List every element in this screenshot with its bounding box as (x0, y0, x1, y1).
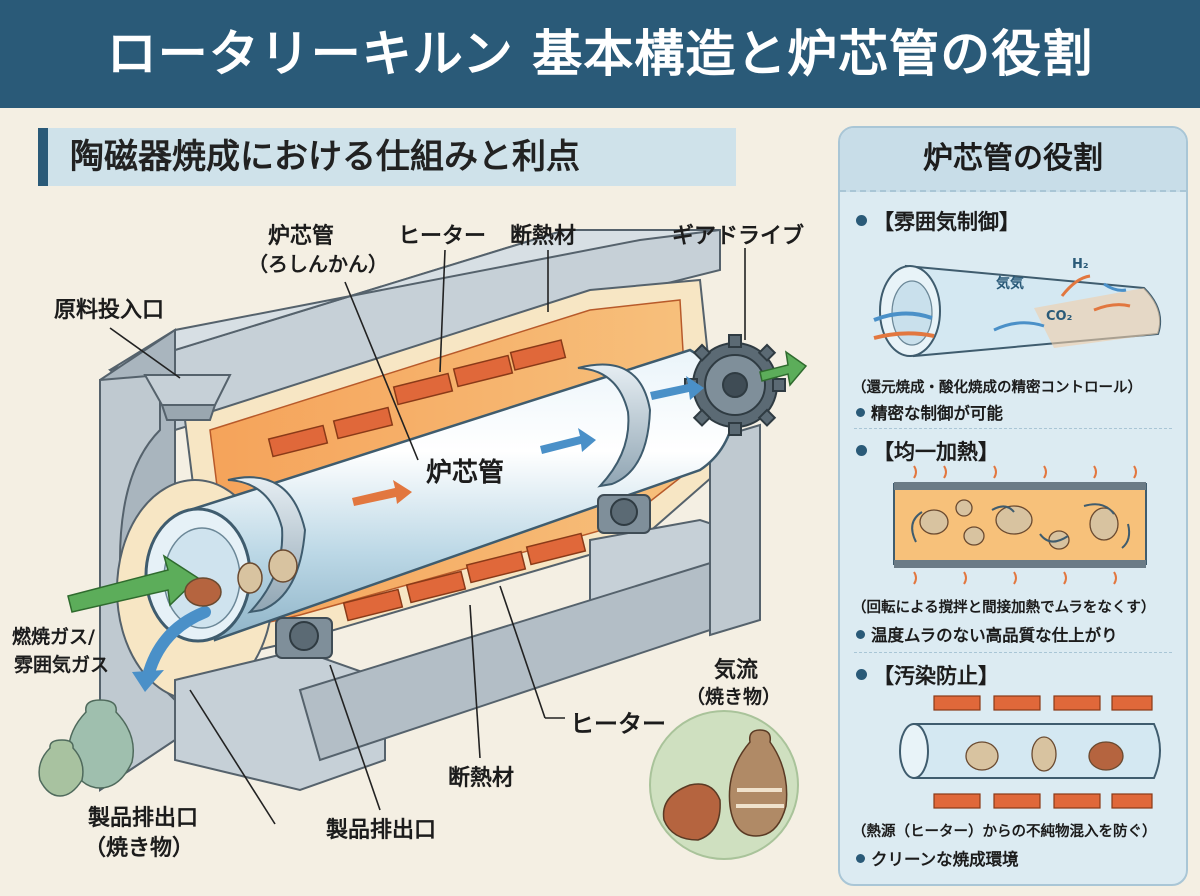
gear-drive (684, 334, 786, 436)
divider (854, 428, 1172, 429)
label-core-tube-center: 炉芯管 (426, 458, 505, 488)
page-title: ロータリーキルン 基本構造と炉芯管の役割 (106, 25, 1094, 83)
label-insulation-bottom: 断熱材 (448, 766, 515, 791)
section-contamination-point-text: クリーンな焼成環境 (871, 850, 1019, 869)
label-gas-line1: 燃焼ガス/ (12, 626, 95, 648)
heating-illustration (893, 465, 1147, 585)
exhaust-arrow (759, 350, 808, 387)
subtitle-banner: 陶磁器焼成における仕組みと利点 (38, 128, 736, 186)
bullet-icon (856, 445, 867, 456)
pots-in-tube (184, 549, 298, 607)
support-ring-right (577, 363, 652, 488)
gas-inlet-arrow (67, 554, 200, 613)
kiln-diagram (38, 229, 808, 860)
finished-vases (38, 699, 134, 797)
label-outlet-center: 製品排出口 (326, 818, 437, 843)
label-gas: 気気 (996, 275, 1024, 292)
section-heating-note: （回転による撹拌と間接加熱でムラをなくす） (852, 600, 1156, 616)
label-h2: H₂ (1072, 257, 1089, 272)
section-contamination-point: クリーンな焼成環境 (856, 846, 1019, 870)
role-panel: 炉芯管の役割 【雰囲気制御】 気気 H₂ CO₂ （還元焼成・酸化焼成の精密コン… (838, 126, 1188, 886)
bullet-icon (856, 215, 867, 226)
section-atmosphere-point-text: 精密な制御が可能 (871, 404, 1003, 423)
panel-title: 炉芯管の役割 (923, 141, 1103, 176)
section-atmosphere-point: 精密な制御が可能 (856, 400, 1003, 424)
label-outlet-left-line1: 製品排出口 (88, 806, 199, 831)
section-contamination-heading: 【汚染防止】 (856, 660, 999, 690)
label-core-tube-reading: （ろしんかん） (248, 252, 388, 276)
label-feed-inlet: 原料投入口 (54, 298, 165, 323)
atmosphere-illustration: 気気 H₂ CO₂ (873, 257, 1162, 358)
label-airflow-line1: 気流 (714, 658, 759, 683)
heater-row-bottom (342, 532, 587, 622)
section-heating-point: 温度ムラのない高品質な仕上がり (856, 622, 1118, 646)
section-atmosphere-note: （還元焼成・酸化焼成の精密コントロール） (852, 380, 1142, 396)
bullet-icon (856, 854, 865, 863)
section-contamination-note: （熱源（ヒーター）からの不純物混入を防ぐ） (852, 824, 1157, 840)
label-gas-line2: 雰囲気ガス (14, 654, 110, 676)
panel-header: 炉芯管の役割 (840, 128, 1186, 192)
divider (854, 652, 1172, 653)
label-heater-top: ヒーター (398, 224, 487, 249)
bullet-icon (856, 669, 867, 680)
drive-pedestal (709, 423, 761, 637)
label-heater-bottom: ヒーター (570, 710, 666, 738)
bullet-icon (856, 630, 865, 639)
label-co2: CO₂ (1046, 309, 1072, 324)
airflow-pots (662, 729, 788, 841)
section-atmosphere-title: 【雰囲気制御】 (873, 210, 1020, 234)
section-heating-heading: 【均一加熱】 (856, 436, 999, 466)
gas-outlet-arrow (142, 606, 211, 682)
label-gear-drive: ギアドライブ (672, 224, 805, 249)
label-core-tube-top: 炉芯管 (268, 224, 335, 249)
flow-arrows (352, 376, 704, 506)
section-heating-title: 【均一加熱】 (873, 440, 999, 464)
section-contamination-title: 【汚染防止】 (873, 664, 999, 688)
heater-row-top (267, 339, 567, 458)
subtitle: 陶磁器焼成における仕組みと利点 (70, 137, 580, 177)
label-insulation-top: 断熱材 (510, 224, 577, 249)
label-airflow-line2: （焼き物） (686, 686, 782, 708)
contamination-illustration (899, 695, 1161, 809)
section-atmosphere-heading: 【雰囲気制御】 (856, 206, 1020, 236)
section-heating-point-text: 温度ムラのない高品質な仕上がり (871, 626, 1118, 645)
label-outlet-left-line2: （焼き物） (84, 836, 195, 861)
title-bar: ロータリーキルン 基本構造と炉芯管の役割 (0, 0, 1200, 108)
leader-lines (109, 248, 746, 825)
bullet-icon (856, 408, 865, 417)
